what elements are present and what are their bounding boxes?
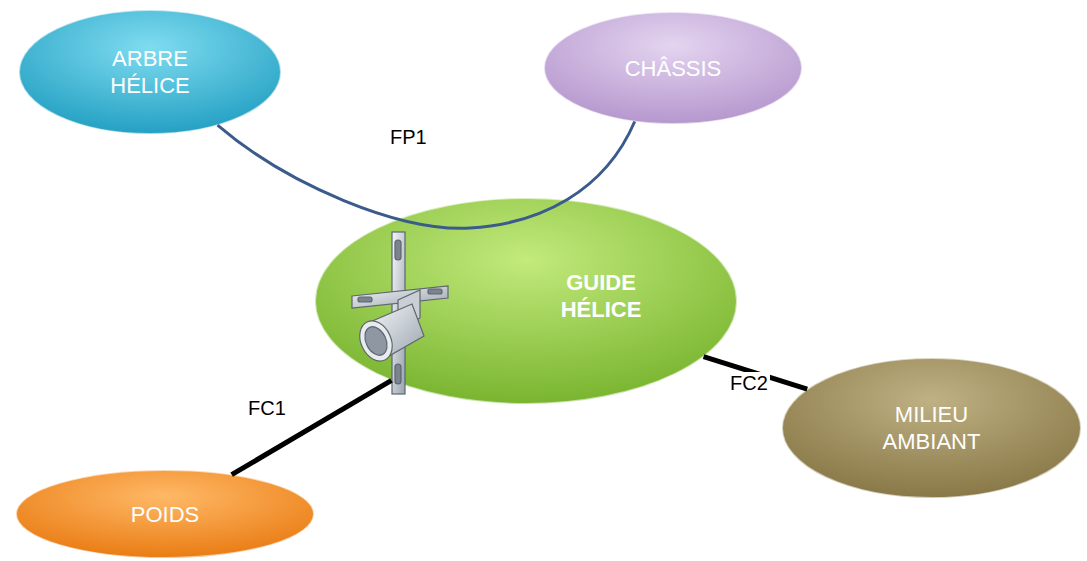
- node-label: POIDS: [100, 501, 230, 528]
- node-label: MILIEU AMBIANT: [857, 401, 1007, 455]
- function-label: FC1: [246, 397, 288, 419]
- actor-ellipse: ARBRE HÉLICE: [17, 8, 283, 136]
- actor-ellipse: POIDS: [14, 468, 316, 560]
- function-label: FP1: [388, 126, 429, 148]
- function-label: FC2: [728, 372, 770, 394]
- node-label: GUIDE HÉLICE: [546, 269, 656, 323]
- guide-part: [352, 232, 448, 394]
- actor-ellipse: MILIEU AMBIANT: [780, 356, 1083, 500]
- interaction-line: [218, 121, 635, 228]
- interaction-line: [232, 380, 392, 474]
- ellipse-outline: [17, 8, 283, 136]
- actor-ellipse: CHÂSSIS: [542, 10, 804, 126]
- ellipse-outline: [780, 356, 1083, 500]
- node-label: CHÂSSIS: [598, 55, 748, 82]
- node-label: ARBRE HÉLICE: [90, 45, 210, 99]
